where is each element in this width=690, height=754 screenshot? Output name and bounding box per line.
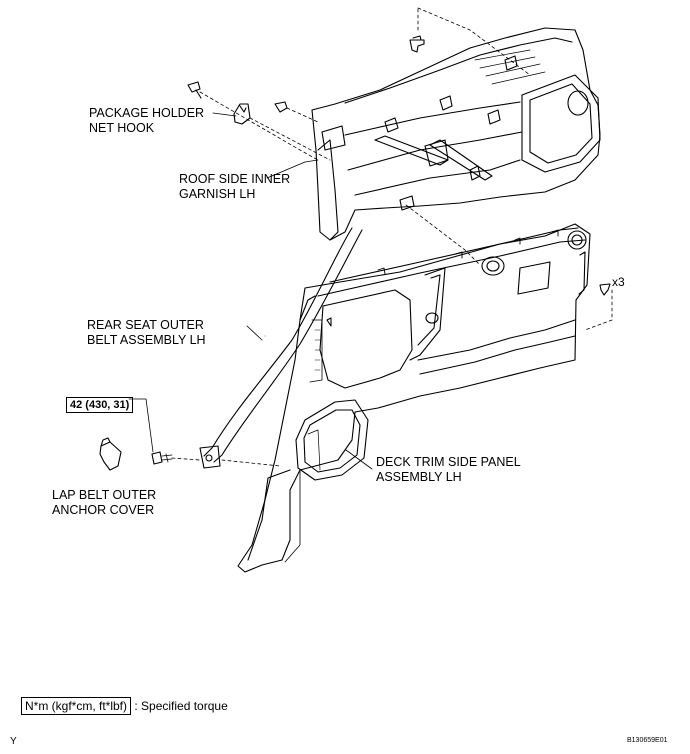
label-line: NET HOOK [89, 121, 155, 135]
seat-belt-drawing [199, 227, 363, 469]
label-line: REAR SEAT OUTER [87, 318, 204, 332]
torque-spec-box: 42 (430, 31) [66, 397, 134, 413]
corner-mark: Y [10, 736, 17, 747]
label-line: LAP BELT OUTER [52, 488, 157, 502]
label-rear-seat-outer-belt: REAR SEAT OUTER BELT ASSEMBLY LH [87, 318, 206, 348]
roof-side-inner-garnish-drawing [311, 27, 601, 241]
fasteners-drawing [99, 35, 611, 471]
label-package-holder-net-hook: PACKAGE HOLDER NET HOOK [89, 106, 204, 136]
legend-text: : Specified torque [134, 699, 228, 713]
label-line: ANCHOR COVER [52, 503, 155, 517]
torque-legend: N*m (kgf*cm, ft*lbf) : Specified torque [21, 697, 228, 715]
label-line: PACKAGE HOLDER [89, 106, 205, 120]
label-clip-count: x3 [612, 275, 625, 289]
assembly-dashed-lines [171, 7, 613, 467]
leader-lines [128, 112, 373, 470]
label-line: BELT ASSEMBLY LH [87, 333, 206, 347]
legend-unit-box: N*m (kgf*cm, ft*lbf) [21, 697, 132, 715]
deck-trim-side-panel-drawing [237, 223, 591, 573]
label-line: ASSEMBLY LH [376, 470, 462, 484]
figure-code: B130659E01 [627, 737, 668, 744]
label-line: DECK TRIM SIDE PANEL [376, 455, 521, 469]
label-deck-trim-side-panel: DECK TRIM SIDE PANEL ASSEMBLY LH [376, 455, 521, 485]
speaker-cover-drawing [295, 399, 369, 481]
label-lap-belt-outer-anchor-cover: LAP BELT OUTER ANCHOR COVER [52, 488, 156, 518]
label-line: ROOF SIDE INNER [179, 172, 291, 186]
label-roof-side-inner-garnish: ROOF SIDE INNER GARNISH LH [179, 172, 290, 202]
label-line: GARNISH LH [179, 187, 256, 201]
